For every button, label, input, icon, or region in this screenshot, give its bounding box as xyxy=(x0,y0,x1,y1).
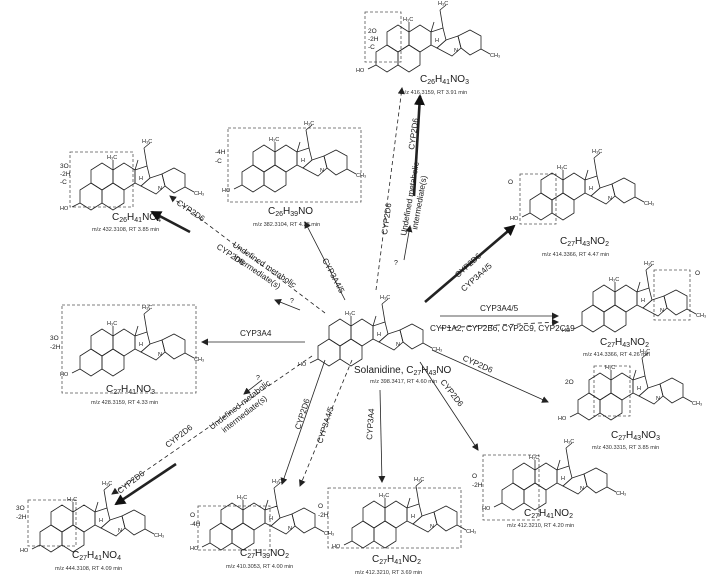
arrow-to-m8 xyxy=(419,361,479,451)
svg-text:-2H: -2H xyxy=(472,482,483,489)
label-left-cyp3a4: CYP3A4 xyxy=(240,329,272,338)
metabolite-m9: O -2H C27H41NO2 m/z 412.3210, RT 3.69 mi… xyxy=(318,476,477,576)
svg-text:-2H: -2H xyxy=(368,36,379,43)
svg-text:?: ? xyxy=(290,298,294,305)
label-ul-undefined: Undefined metabolicintermediate(s) xyxy=(225,240,298,297)
label-bl-cyp3a45: CYP3A4/5 xyxy=(315,405,336,445)
metabolite-m2: -4H -C C26H39NO m/z 382.3104, RT 4.38 mi… xyxy=(215,120,367,228)
svg-text:m/z 412.3210, RT 4.20 min: m/z 412.3210, RT 4.20 min xyxy=(507,523,574,529)
arrow-to-m1-bold xyxy=(412,94,425,197)
parent-structure xyxy=(297,294,443,369)
svg-text:m/z 410.3053, RT 4.00 min: m/z 410.3053, RT 4.00 min xyxy=(226,564,293,570)
svg-text:3O: 3O xyxy=(50,335,59,342)
svg-text:C27H43NO2: C27H43NO2 xyxy=(560,236,609,248)
arrow-to-m3-dashed xyxy=(169,195,326,314)
label-rl-cyp2d6-b: CYP2D6 xyxy=(438,378,465,409)
label-top-cyp2d6-a: CYP2D6 xyxy=(380,202,393,235)
metabolite-m4: O C27H43NO2 m/z 414.3366, RT 4.47 min xyxy=(508,148,655,258)
svg-text:-2H: -2H xyxy=(16,514,27,521)
svg-text:m/z 428.3159, RT 4.33 min: m/z 428.3159, RT 4.33 min xyxy=(91,400,158,406)
svg-text:?: ? xyxy=(256,375,260,382)
svg-text:2O: 2O xyxy=(565,379,574,386)
arrow-to-m10 xyxy=(280,359,326,485)
arrow-to-m3-bold xyxy=(150,210,191,234)
label-bottom-cyp3a4: CYP3A4 xyxy=(365,408,376,440)
arrow-to-m10-dashed xyxy=(299,359,353,487)
arrow-bl-intermediate xyxy=(243,379,263,395)
metabolite-m10: O -4H C27H39NO2 m/z 410.3053, RT 4.00 mi… xyxy=(189,478,335,570)
svg-text:O: O xyxy=(508,179,513,186)
svg-text:m/z 432.3108, RT 3.85 min: m/z 432.3108, RT 3.85 min xyxy=(92,227,159,233)
arrow-to-m1-dashed xyxy=(375,87,405,291)
parent-name: Solanidine, C27H43NO xyxy=(354,365,452,377)
metabolite-m5: O C27H43NO2 m/z 414.3366, RT 4.26 min xyxy=(561,260,707,358)
svg-text:C27H41NO2: C27H41NO2 xyxy=(372,554,421,566)
metabolite-m8: O -2H C27H41NO2 m/z 412.3210, RT 4.20 mi… xyxy=(472,438,627,529)
label-right-multi: CYP1A2, CYP2B6, CYP2C9, CYP2C19 xyxy=(430,324,575,333)
svg-text:O: O xyxy=(318,503,323,510)
svg-text:3O: 3O xyxy=(16,505,25,512)
label-bl-cyp2d6-c: CYP2D6 xyxy=(293,397,312,431)
label-cyp3a45-upper: CYP3A4/5 xyxy=(320,257,346,295)
svg-text:m/z 382.3104, RT 4.38 min: m/z 382.3104, RT 4.38 min xyxy=(253,222,320,228)
label-top-cyp2d6-b: CYP2D6 xyxy=(407,117,420,150)
arrow-to-m9 xyxy=(378,389,386,483)
label-rl-cyp2d6-a: CYP2D6 xyxy=(461,354,494,375)
svg-text:C27H41NO4: C27H41NO4 xyxy=(72,550,121,562)
svg-text:2O: 2O xyxy=(368,28,377,35)
label-bl-cyp2d6-a: CYP2D6 xyxy=(164,423,195,450)
svg-text:?: ? xyxy=(394,260,398,267)
svg-text:3O: 3O xyxy=(60,163,69,170)
metabolite-m1: 2O -2H -C C26H41NO3 m/z 416.3159, RT 3.9… xyxy=(355,0,501,96)
svg-text:C27H43NO3: C27H43NO3 xyxy=(611,430,660,442)
label-bl-undefined: Undefined metabolicintermediate(s) xyxy=(208,379,279,440)
svg-text:C27H39NO2: C27H39NO2 xyxy=(240,548,289,560)
svg-text:C27H41NO3: C27H41NO3 xyxy=(106,384,155,396)
svg-text:-C: -C xyxy=(215,158,222,165)
arrow-to-m11-bold xyxy=(114,462,177,506)
label-ul-cyp2d6-a: CYP2D6 xyxy=(175,198,207,224)
svg-text:m/z 414.3366, RT 4.26 min: m/z 414.3366, RT 4.26 min xyxy=(583,352,650,358)
svg-text:-4H: -4H xyxy=(190,521,201,528)
svg-text:O: O xyxy=(695,270,700,277)
arrow-to-m11-dashed xyxy=(111,355,313,495)
arrow-to-m2 xyxy=(304,221,346,301)
metabolite-m3: 3O -2H -C C26H41NO4 m/z 432.3108, RT 3.8… xyxy=(59,138,205,233)
metabolite-m7: 2O C27H43NO3 m/z 430.3315, RT 3.85 min xyxy=(557,348,703,451)
svg-text:-2H: -2H xyxy=(318,512,329,519)
svg-text:m/z 430.3315, RT 3.85 min: m/z 430.3315, RT 3.85 min xyxy=(592,445,659,451)
arrow-intermediate xyxy=(403,225,413,261)
label-top-undefined: Undefined metabolicintermediate(s) xyxy=(399,161,431,238)
svg-text:m/z 444.3108, RT 4.09 min: m/z 444.3108, RT 4.09 min xyxy=(55,566,122,572)
arrow-ul-intermediate xyxy=(274,298,301,311)
svg-text:C26H41NO3: C26H41NO3 xyxy=(420,74,469,86)
parent-meta: m/z 398.3417, RT 4.60 min xyxy=(370,379,437,385)
svg-text:-2H: -2H xyxy=(60,171,71,178)
svg-text:-2H: -2H xyxy=(50,344,61,351)
svg-text:C26H39NO: C26H39NO xyxy=(268,206,313,218)
svg-text:-C: -C xyxy=(368,44,375,51)
svg-text:-C: -C xyxy=(60,179,67,186)
arrow-to-m7 xyxy=(431,349,549,403)
label-bl-cyp2d6-b: CYP2D6 xyxy=(116,469,147,496)
metabolite-m6: 3O -2H C27H41NO3 m/z 428.3159, RT 4.33 m… xyxy=(50,304,205,406)
arrow-to-m5-dashed xyxy=(439,318,559,329)
svg-text:O: O xyxy=(472,473,477,480)
arrow-to-m4 xyxy=(424,224,516,303)
metabolite-m11: 3O -2H C27H41NO4 m/z 444.3108, RT 4.09 m… xyxy=(16,480,165,572)
svg-text:-4H: -4H xyxy=(215,149,226,156)
svg-text:C27H41NO2: C27H41NO2 xyxy=(524,508,573,520)
svg-text:m/z 414.3366, RT 4.47 min: m/z 414.3366, RT 4.47 min xyxy=(542,252,609,258)
svg-text:m/z 416.3159, RT 3.91 min: m/z 416.3159, RT 3.91 min xyxy=(400,90,467,96)
svg-text:m/z 412.3210, RT 3.69 min: m/z 412.3210, RT 3.69 min xyxy=(355,570,422,576)
label-right-cyp3a45: CYP3A4/5 xyxy=(480,304,519,313)
svg-text:C27H43NO2: C27H43NO2 xyxy=(600,337,649,349)
svg-text:O: O xyxy=(190,512,195,519)
